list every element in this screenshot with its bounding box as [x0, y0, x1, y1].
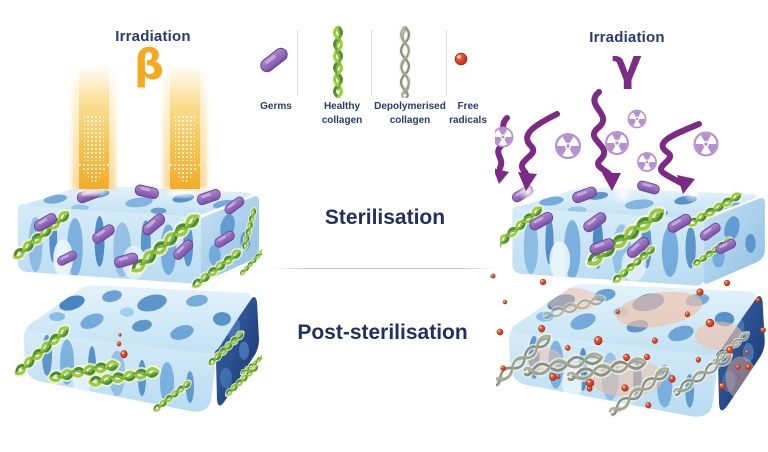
- gamma-symbol: γ: [612, 40, 642, 91]
- germ-capsule-icon: [257, 45, 291, 75]
- arrow-impact-sparkle: [517, 181, 539, 203]
- free-radical-icon: [454, 52, 468, 66]
- legend-divider: [297, 30, 298, 96]
- gamma-panel-title: Irradiation: [589, 29, 665, 46]
- radiation-trefoil-icon: [495, 126, 514, 148]
- legend-label-germs: Germs: [260, 101, 292, 112]
- radiation-trefoil-icon: [554, 133, 582, 159]
- gamma-wave-arrows: [495, 89, 702, 187]
- stage-divider: [272, 268, 496, 269]
- radiation-trefoil-icon: [693, 131, 719, 157]
- beta-beams: [60, 55, 220, 197]
- beta-beam: [163, 63, 207, 189]
- gamma-arrowheads: [495, 168, 695, 194]
- radiation-trefoil-icon: [637, 152, 657, 172]
- free-radical-scatter: [490, 273, 767, 392]
- block-gamma-post-sterilisation: [496, 276, 768, 434]
- beta-beam: [72, 63, 116, 189]
- stage-label-sterilisation: Sterilisation: [324, 206, 446, 229]
- beta-symbol: β: [133, 40, 165, 89]
- radiation-trefoil-icon: [604, 131, 630, 155]
- block-beta-post-sterilisation: [12, 278, 262, 428]
- legend-divider: [371, 30, 372, 96]
- beta-panel-title: Irradiation: [115, 28, 191, 45]
- arrow-impact-sparkle: [612, 183, 633, 205]
- legend-label-healthy-collagen: Healthy collagen: [321, 101, 363, 126]
- legend-divider: [446, 30, 447, 96]
- radiation-trefoil-icon: [627, 109, 647, 129]
- healthy-collagen-icon: [324, 26, 352, 98]
- stage-label-post-sterilisation: Post-sterilisation: [297, 321, 468, 344]
- beam-impact-glow: [167, 186, 198, 198]
- depolymerised-collagen-icon: [390, 26, 420, 98]
- legend-label-free-radicals: Free radicals: [449, 101, 487, 126]
- legend-label-depolymerised-collagen: Depolymerised collagen: [374, 101, 446, 126]
- gamma-rays: [495, 89, 719, 194]
